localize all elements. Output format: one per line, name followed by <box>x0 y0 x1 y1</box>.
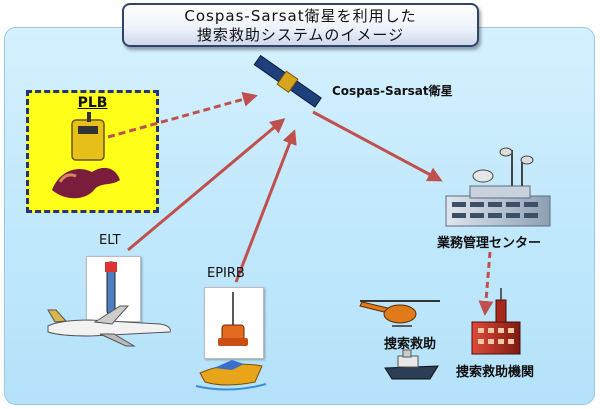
plb-label: PLB <box>77 95 108 111</box>
arrow-center-to-agency <box>478 251 494 316</box>
boat-icon <box>195 360 267 391</box>
epirb-device-icon <box>218 292 248 346</box>
control-center-building-icon <box>445 147 551 227</box>
title-line-2: 捜索救助システムのイメージ <box>196 26 405 44</box>
rescue-agency-building-icon <box>471 288 521 355</box>
epirb-label: EPIRB <box>207 266 245 281</box>
patrol-ship-icon <box>384 349 439 380</box>
search-rescue-label: 捜索救助 <box>384 337 437 352</box>
elt-label: ELT <box>99 233 121 248</box>
arrow-satellite-to-center <box>312 110 443 182</box>
elt-beacon-icon <box>105 261 117 315</box>
satellite-label: Cospas-Sarsat衛星 <box>332 84 453 98</box>
airplane-icon <box>47 305 171 347</box>
title-box: Cospas-Sarsat衛星を利用した 捜索救助システムのイメージ <box>122 3 479 47</box>
title-line-1: Cospas-Sarsat衛星を利用した <box>184 7 417 25</box>
rescue-agency-label: 捜索救助機関 <box>456 365 535 380</box>
arrow-plb-to-satellite <box>107 91 258 139</box>
arrow-epirb-to-satellite <box>234 129 297 283</box>
satellite-icon <box>253 54 322 108</box>
epirb-device-card <box>204 287 264 359</box>
arrow-elt-to-satellite <box>127 118 286 252</box>
helicopter-icon <box>359 300 440 327</box>
plb-device-icon <box>52 112 120 199</box>
center-label: 業務管理センター <box>437 236 542 251</box>
